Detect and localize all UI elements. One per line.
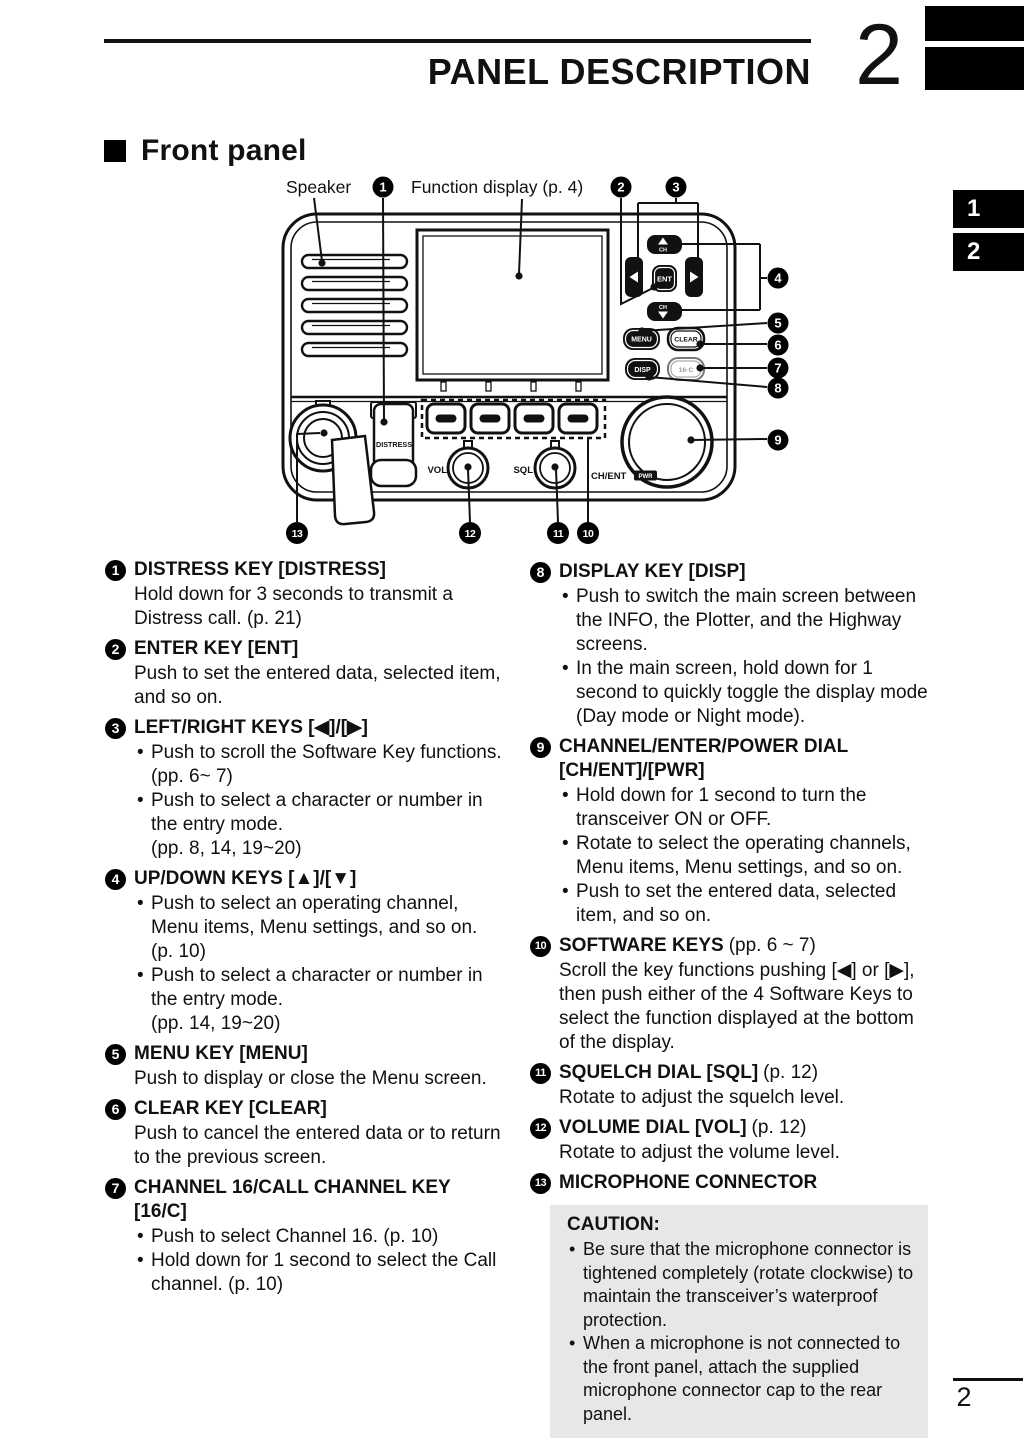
- microphone-connector: [288, 400, 376, 526]
- softkey-indicator-marks: [440, 381, 582, 392]
- item-number: 10: [530, 936, 551, 957]
- svg-text:12: 12: [465, 528, 476, 540]
- svg-text:4: 4: [774, 271, 782, 286]
- clear-key-label: CLEAR: [674, 337, 698, 344]
- svg-text:3: 3: [672, 180, 679, 195]
- ch16-key-label: 16·C: [679, 367, 694, 374]
- up-arrow-icon: [658, 237, 668, 245]
- menu-key: [623, 328, 660, 350]
- function-display: [415, 228, 610, 382]
- svg-text:8: 8: [774, 381, 781, 396]
- section-heading-text: Front panel: [141, 134, 307, 167]
- item-number: 12: [530, 1118, 551, 1139]
- svg-text:6: 6: [774, 338, 781, 353]
- item-number: 6: [105, 1099, 126, 1120]
- chapter-number: 2: [855, 7, 903, 103]
- svg-text:1: 1: [379, 180, 386, 195]
- page-title: PANEL DESCRIPTION: [427, 51, 811, 92]
- speaker-grille: [300, 253, 409, 358]
- front-panel-diagram: DISTRESS VOL SQL CH/ENT PWR: [281, 176, 789, 544]
- right-arrow-icon: [690, 271, 699, 283]
- callout-lines: [296, 197, 768, 523]
- footer-rule: [953, 1378, 1023, 1381]
- chapter-tab-1: 1: [953, 190, 1024, 228]
- item-number: 4: [105, 869, 126, 890]
- item-number: 9: [530, 737, 551, 758]
- speaker-label: Speaker: [286, 177, 351, 197]
- svg-text:13: 13: [292, 528, 303, 540]
- vol-label: VOL: [427, 465, 447, 476]
- distress-key: DISTRESS: [369, 401, 418, 488]
- caution-heading: CAUTION:: [567, 1214, 660, 1235]
- connector-cap-strap: [330, 434, 376, 526]
- distress-label: DISTRESS: [376, 442, 412, 449]
- item-number: 7: [105, 1178, 126, 1199]
- svg-text:7: 7: [774, 361, 781, 376]
- chapter-tab-2: 2: [953, 233, 1024, 271]
- item-number: 13: [530, 1173, 551, 1194]
- software-keys: [420, 398, 607, 440]
- disp-key-label: DISP: [634, 367, 651, 374]
- panel-item-4: 4UP/DOWN KEYS [▲]/[▼] Push to select an …: [105, 867, 511, 1036]
- menu-key-label: MENU: [631, 337, 652, 344]
- corner-bar-top: [925, 6, 1024, 41]
- pwr-label: PWR: [639, 474, 654, 480]
- section-heading: Front panel: [104, 134, 307, 168]
- page-number: 2: [956, 1382, 972, 1412]
- up-ch-label: CH: [659, 248, 667, 254]
- ent-key-label: ENT: [657, 275, 672, 284]
- item-number: 1: [105, 560, 126, 581]
- left-arrow-icon: [629, 271, 638, 283]
- function-display-label: Function display (p. 4): [411, 177, 583, 197]
- sql-label: SQL: [513, 465, 533, 476]
- item-number: 2: [105, 639, 126, 660]
- ent-key: [652, 265, 677, 292]
- item-number: 3: [105, 718, 126, 739]
- header-rule: [104, 39, 811, 43]
- down-arrow-icon: [658, 311, 668, 319]
- corner-bar-bottom: [925, 47, 1024, 90]
- svg-text:11: 11: [553, 528, 564, 540]
- ch-ent-label: CH/ENT: [591, 471, 627, 482]
- svg-text:5: 5: [774, 316, 781, 331]
- callout-numbers: 1 2 3 4 5 6 7 8 9 10 11 12 13: [286, 176, 789, 544]
- caution-box: CAUTION: Be sure that the microphone con…: [550, 1205, 928, 1438]
- svg-text:2: 2: [617, 180, 624, 195]
- square-bullet-icon: [104, 140, 126, 162]
- item-number: 11: [530, 1063, 551, 1084]
- channel-enter-power-dial: CH/ENT PWR: [591, 395, 714, 489]
- item-number: 5: [105, 1044, 126, 1065]
- svg-text:9: 9: [774, 433, 781, 448]
- down-ch-label: CH: [659, 305, 667, 311]
- svg-text:10: 10: [583, 528, 594, 540]
- item-number: 8: [530, 562, 551, 583]
